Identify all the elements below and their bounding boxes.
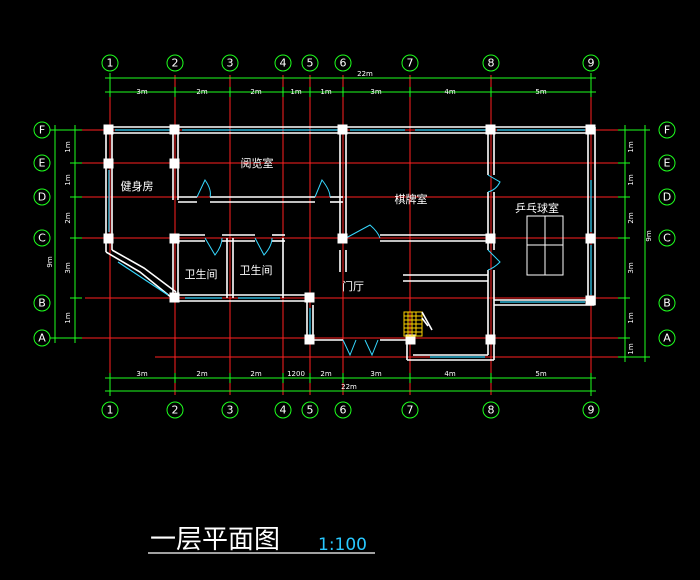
bottom-axis-bubbles: 1 2 3 4 5 6 7 8 9: [101, 401, 600, 419]
axis-label-right-F: F: [664, 124, 670, 137]
stair: [403, 311, 433, 337]
axis-label-left-A: A: [38, 332, 46, 345]
room-label-toilet-a: 卫生间: [185, 267, 218, 281]
axis-label-top-7: 7: [407, 57, 414, 70]
room-label-lobby: 门厅: [342, 279, 364, 293]
axis-label-left-F: F: [39, 124, 45, 137]
bottom-dim-7: 4m: [444, 370, 455, 378]
axis-label-top-4: 4: [280, 57, 287, 70]
left-dimension-chain: 1m 1m 2m 3m 1m 9m: [46, 125, 82, 343]
columns: [103, 124, 596, 345]
axis-label-left-B: B: [38, 297, 46, 310]
bottom-dim-6: 3m: [370, 370, 381, 378]
top-dim-6: 3m: [370, 88, 381, 96]
left-axis-bubbles: F E D C B A: [33, 121, 51, 347]
axis-label-right-B: B: [663, 297, 671, 310]
room-label-reading: 阅览室: [241, 156, 274, 170]
top-dim-3: 2m: [250, 88, 261, 96]
room-label-chess: 棋牌室: [395, 192, 428, 206]
bottom-total-dim: 22m: [341, 383, 357, 391]
right-dim-5: 1m: [627, 312, 635, 323]
left-dim-2: 1m: [64, 174, 72, 185]
axis-label-bottom-9: 9: [588, 404, 595, 417]
room-label-toilet-b: 卫生间: [240, 263, 273, 277]
room-label-pingpong: 乒乓球室: [515, 201, 559, 215]
axis-label-top-9: 9: [588, 57, 595, 70]
axis-label-left-D: D: [38, 191, 46, 204]
axis-label-bottom-1: 1: [107, 404, 114, 417]
top-dimension-chain: 22m 3m 2m 2m 1m 1m 3m 4m 5m: [105, 70, 596, 97]
left-dim-1: 1m: [64, 141, 72, 152]
right-axis-bubbles: F E D C B A: [658, 121, 676, 347]
drawing-title: 一层平面图: [150, 525, 280, 555]
walls: [105, 126, 596, 361]
top-dim-1: 3m: [136, 88, 147, 96]
left-dim-5: 1m: [64, 312, 72, 323]
windows: [108, 129, 592, 358]
axis-label-bottom-5: 5: [307, 404, 314, 417]
top-axis-bubbles: 1 2 3 4 5 6 7 8 9: [101, 54, 600, 72]
top-dim-5: 1m: [320, 88, 331, 96]
right-dim-3: 2m: [627, 212, 635, 223]
top-dim-2: 2m: [196, 88, 207, 96]
bottom-dim-4: 1200: [287, 370, 305, 378]
right-dim-2: 1m: [627, 174, 635, 185]
bottom-dimension-chain: 3m 2m 2m 1200 2m 3m 4m 5m 22m: [105, 370, 596, 396]
axis-label-right-A: A: [663, 332, 671, 345]
top-dim-7: 4m: [444, 88, 455, 96]
axis-label-left-C: C: [38, 232, 46, 245]
top-dim-8: 5m: [535, 88, 546, 96]
axis-label-left-E: E: [39, 157, 46, 170]
right-dim-6: 1m: [627, 343, 635, 354]
right-dimension-chain: 1m 1m 2m 3m 1m 1m 9m: [618, 125, 653, 362]
top-total-dim: 22m: [357, 70, 373, 78]
right-dim-4: 3m: [627, 262, 635, 273]
axis-label-bottom-2: 2: [172, 404, 179, 417]
room-labels: 健身房 阅览室 棋牌室 乒乓球室 卫生间 卫生间 门厅: [121, 156, 560, 293]
left-total-dim: 9m: [46, 256, 54, 267]
doors: [196, 174, 501, 357]
axis-label-top-6: 6: [340, 57, 347, 70]
bottom-dim-5: 2m: [320, 370, 331, 378]
bottom-dim-8: 5m: [535, 370, 546, 378]
bottom-dim-2: 2m: [196, 370, 207, 378]
left-dim-3: 2m: [64, 212, 72, 223]
top-dim-4: 1m: [290, 88, 301, 96]
title-block: 一层平面图 1:100: [148, 525, 375, 555]
right-total-dim: 9m: [645, 230, 653, 241]
axis-label-bottom-3: 3: [227, 404, 234, 417]
left-dim-4: 3m: [64, 262, 72, 273]
pingpong-table: [526, 215, 564, 276]
axis-label-bottom-7: 7: [407, 404, 414, 417]
axis-label-top-1: 1: [107, 57, 114, 70]
room-label-gym: 健身房: [121, 179, 154, 193]
axis-label-top-2: 2: [172, 57, 179, 70]
axis-label-bottom-4: 4: [280, 404, 287, 417]
right-dim-1: 1m: [627, 141, 635, 152]
axis-label-bottom-6: 6: [340, 404, 347, 417]
axis-label-right-C: C: [663, 232, 671, 245]
axis-label-right-D: D: [663, 191, 671, 204]
bottom-dim-3: 2m: [250, 370, 261, 378]
axis-label-top-8: 8: [488, 57, 495, 70]
axis-label-top-5: 5: [307, 57, 314, 70]
axis-label-right-E: E: [664, 157, 671, 170]
bottom-dim-1: 3m: [136, 370, 147, 378]
axis-label-top-3: 3: [227, 57, 234, 70]
drawing-scale: 1:100: [318, 535, 367, 555]
axis-label-bottom-8: 8: [488, 404, 495, 417]
